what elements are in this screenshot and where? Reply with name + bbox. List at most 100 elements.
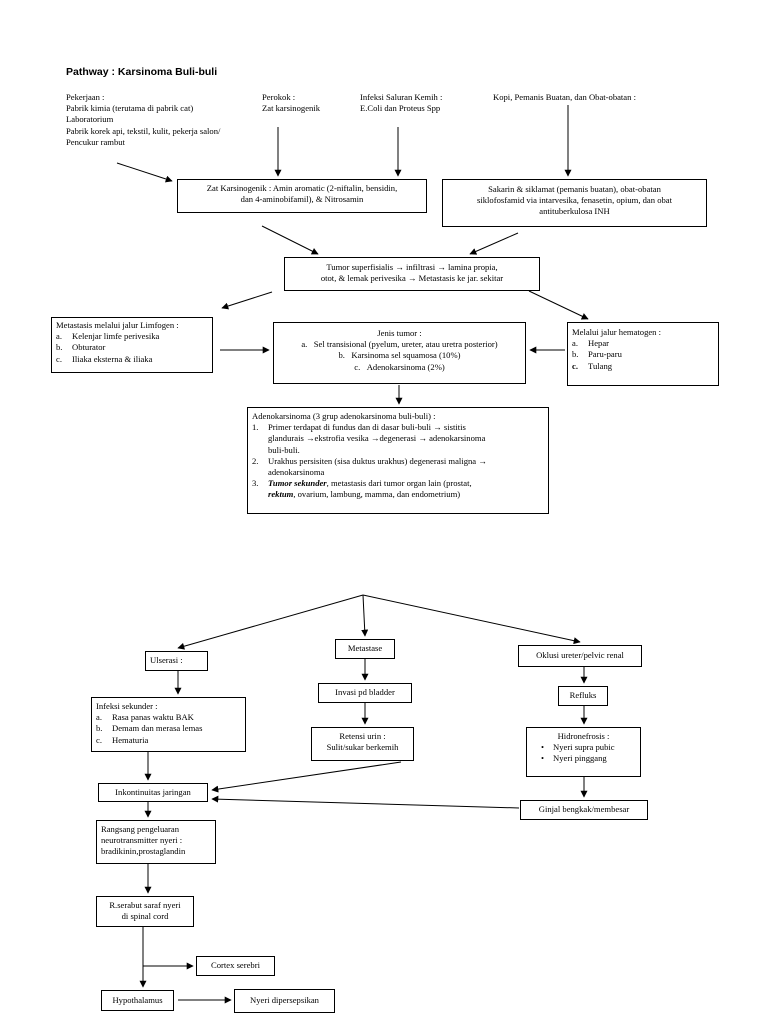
retensi-box: Retensi urin : Sulit/sukar berkemih [311, 727, 414, 761]
refluks-box: Refluks [558, 686, 608, 706]
list-text: Nyeri supra pubic [553, 742, 615, 753]
list-text: Sel transisional (pyelum, ureter, atau u… [313, 339, 498, 350]
oklusi-box: Oklusi ureter/pelvic renal [518, 645, 642, 667]
list-marker: 2. [252, 455, 259, 466]
sakarin-box: Sakarin & siklamat (pemanis buatan), oba… [442, 179, 707, 227]
list-item: b. Obturator [56, 342, 208, 353]
cortex-box: Cortex serebri [196, 956, 275, 976]
list-item: b. Paru-paru [572, 349, 714, 360]
cause-kopi: Kopi, Pemanis Buatan, dan Obat-obatan : [493, 92, 636, 102]
cause-pekerjaan-line: Pencukur rambut [66, 136, 125, 147]
cause-isk-line: Infeksi Saluran Kemih : [360, 92, 443, 102]
cause-perokok-line: Perokok : [262, 92, 296, 102]
box-line: Sakarin & siklamat (pemanis buatan), oba… [488, 184, 661, 194]
list-marker: 1. [252, 422, 259, 433]
list-item: c. Adenokarsinoma (2%) [278, 362, 521, 373]
list-text: Adenokarsinoma (2%) [366, 361, 445, 372]
list-text: Nyeri pinggang [553, 753, 607, 764]
list-item: 2. Urakhus persisiten (sisa duktus urakh… [252, 456, 544, 478]
list-marker: b. [96, 723, 103, 734]
arrow [211, 761, 402, 793]
bold-term: rektum [268, 489, 294, 500]
list-text: Hepar [588, 338, 609, 349]
arrow [177, 594, 364, 650]
adenokarsinoma-box: Adenokarsinoma (3 grup adenokarsinoma bu… [247, 407, 549, 514]
list-text: Urakhus persisiten (sisa duktus urakhus)… [268, 455, 487, 466]
list-marker: c. [572, 360, 578, 371]
list-text: Kelenjar limfe perivesika [72, 331, 160, 342]
list-item: c. Iliaka eksterna & iliaka [56, 354, 208, 365]
box-line: di spinal cord [121, 911, 169, 922]
bullet-marker: • [541, 742, 545, 753]
list-text-rest: , ovarium, lambung, mamma, dan endometri… [293, 489, 461, 500]
list-text: Demam dan merasa lemas [112, 723, 203, 734]
arrow [211, 795, 520, 809]
list-text: Hematuria [112, 734, 149, 745]
ulserasi-box: Ulserasi : [145, 651, 208, 671]
arrow [469, 232, 519, 255]
list-marker: a. [56, 331, 62, 342]
box-line: Rangsang pengeluaran [101, 824, 180, 834]
hidronefrosis-box: Hidronefrosis : •Nyeri supra pubic •Nyer… [526, 727, 641, 777]
list-text: Primer terdapat di fundus dan di dasar b… [268, 422, 466, 433]
list-marker: c. [56, 353, 62, 364]
box-line: Sulit/sukar berkemih [326, 742, 399, 753]
list-text: glandurais →ekstrofia vesika →degenerasi… [268, 433, 486, 444]
arrow [221, 291, 273, 310]
cause-isk: Infeksi Saluran Kemih : E.Coli dan Prote… [360, 92, 442, 114]
list-item: • Nyeri pinggang [531, 753, 636, 764]
list-item: a.Rasa panas waktu BAK [96, 712, 241, 723]
box-line: siklofosfamid via intarvesika, fenasetin… [477, 195, 672, 206]
list-text: Iliaka eksterna & iliaka [72, 353, 153, 364]
box-heading: Metastasis melalui jalur Limfogen : [56, 320, 179, 330]
list-text: Paru-paru [588, 349, 622, 360]
ginjal-box: Ginjal bengkak/membesar [520, 800, 648, 820]
cause-pekerjaan: Pekerjaan : Pabrik kimia (terutama di pa… [66, 92, 220, 148]
box-line: neurotransmitter nyeri : [101, 835, 183, 846]
box-line: antituberkulosa INH [539, 206, 610, 217]
bullet-marker: • [541, 753, 545, 764]
box-line: bradikinin,prostaglandin [101, 846, 186, 857]
list-marker: a. [572, 338, 578, 349]
list-text: Karsinoma sel squamosa (10%) [351, 350, 461, 361]
list-marker: b. [56, 342, 63, 353]
list-marker: b. [572, 349, 579, 360]
list-text: Tumor sekunder, metastasis dari tumor or… [268, 478, 544, 489]
cause-pekerjaan-line: Pekerjaan : [66, 92, 105, 102]
list-marker: c. [354, 361, 361, 372]
jenis-tumor-box: Jenis tumor : a. Sel transisional (pyelu… [273, 322, 526, 384]
metastase-box: Metastase [335, 639, 395, 659]
cause-pekerjaan-line: Pabrik kimia (terutama di pabrik cat) [66, 103, 194, 114]
box-line: Retensi urin : [339, 731, 386, 741]
list-item: b. Karsinoma sel squamosa (10%) [278, 350, 521, 361]
box-heading: Infeksi sekunder : [96, 701, 158, 711]
cause-isk-line: E.Coli dan Proteus Spp [360, 103, 441, 114]
list-item: • Nyeri supra pubic [531, 742, 636, 753]
list-text: Obturator [72, 342, 106, 353]
box-line: Zat Karsinogenik : Amin aromatic (2-nift… [206, 183, 398, 193]
limfogen-box: Metastasis melalui jalur Limfogen : a. Ke… [51, 317, 213, 373]
list-marker: 3. [252, 478, 259, 489]
list-marker: a. [301, 339, 308, 350]
box-heading: Adenokarsinoma (3 grup adenokarsinoma bu… [252, 411, 436, 421]
serabut-box: R.serabut saraf nyeri di spinal cord [96, 896, 194, 927]
list-marker: a. [96, 712, 102, 723]
list-item: b. Demam dan merasa lemas [96, 723, 241, 734]
box-heading: Jenis tumor : [377, 328, 422, 338]
box-line: dan 4-aminobifamil), & Nitrosamin [240, 194, 364, 205]
hematogen-box: Melalui jalur hematogen : a.Hepar b.Paru… [567, 322, 719, 386]
list-item: 3. Tumor sekunder, metastasis dari tumor… [252, 478, 544, 500]
hypothalamus-box: Hypothalamus [101, 990, 174, 1011]
tumor-superfisialis-box: Tumor superfisialis → infiltrasi → lamin… [284, 257, 540, 291]
page-title: Pathway : Karsinoma Buli-buli [66, 66, 218, 78]
cause-perokok: Perokok : Zat karsinogenik [262, 92, 320, 114]
arrow [528, 290, 589, 320]
list-item: c.Hematuria [96, 735, 241, 746]
rangsang-box: Rangsang pengeluaran neurotransmitter ny… [96, 820, 216, 864]
cause-pekerjaan-line: Laboratorium [66, 114, 114, 125]
list-item: a. Hepar [572, 338, 714, 349]
list-text: buli-buli. [268, 444, 300, 455]
list-text-rest: , metastasis dari tumor organ lain (pros… [326, 478, 472, 489]
arrow [116, 162, 173, 183]
